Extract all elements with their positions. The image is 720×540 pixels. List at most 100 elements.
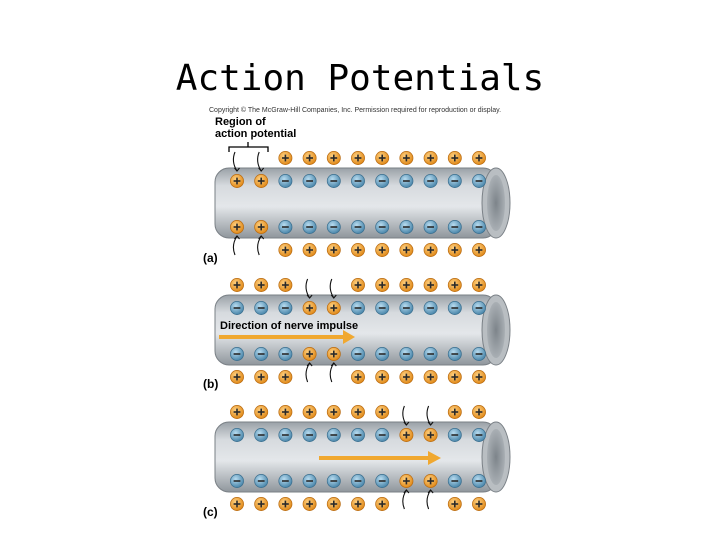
ion-a-r2-6 xyxy=(375,220,390,234)
ion-c-r2-2 xyxy=(278,474,293,488)
ion-c-r3-4 xyxy=(326,497,341,511)
ion-a-r0-4 xyxy=(326,151,341,165)
ion-c-r1-10 xyxy=(472,428,486,442)
ion-b-r0-5 xyxy=(351,278,365,292)
ion-b-r0-1 xyxy=(254,278,269,292)
ion-a-r2-0 xyxy=(230,220,244,234)
ion-b-r1-5 xyxy=(351,301,365,315)
ion-a-r0-5 xyxy=(351,151,365,165)
ion-c-r0-6 xyxy=(375,405,390,419)
ion-b-r1-9 xyxy=(447,301,462,315)
current-arrow-top-a-0-head xyxy=(234,167,240,172)
region-label-line1: Region of xyxy=(215,116,266,128)
ion-c-r3-1 xyxy=(254,497,269,511)
ion-c-r0-9 xyxy=(447,405,462,419)
current-arrow-bottom-a-0-head xyxy=(234,235,240,240)
current-arrow-bottom-c-1-head xyxy=(427,489,434,494)
ion-c-r3-6 xyxy=(375,497,390,511)
ion-b-r0-8 xyxy=(423,278,438,292)
ion-c-r2-3 xyxy=(302,474,317,488)
ion-c-r2-0 xyxy=(230,474,244,488)
region-label-line2: action potential xyxy=(215,128,296,140)
ion-c-r1-6 xyxy=(375,428,390,442)
ion-b-r2-9 xyxy=(447,347,462,361)
ion-b-r0-0 xyxy=(230,278,244,292)
ion-c-r2-1 xyxy=(254,474,269,488)
ion-a-r1-0 xyxy=(230,174,244,188)
ion-a-r3-2 xyxy=(278,243,293,257)
ion-a-r1-3 xyxy=(302,174,317,188)
ion-a-r2-1 xyxy=(254,220,269,234)
ion-a-r2-9 xyxy=(447,220,462,234)
ion-c-r0-1 xyxy=(254,405,269,419)
ion-c-r0-3 xyxy=(302,405,317,419)
ion-c-r0-10 xyxy=(472,405,486,419)
ion-b-r1-7 xyxy=(399,301,414,315)
ion-c-r3-5 xyxy=(351,497,365,511)
ion-a-r2-8 xyxy=(423,220,438,234)
current-arrow-top-b-0-head xyxy=(306,294,313,299)
ion-b-r3-9 xyxy=(447,370,462,384)
ion-a-r3-6 xyxy=(375,243,390,257)
ion-a-r3-3 xyxy=(302,243,317,257)
ion-c-r2-10 xyxy=(472,474,486,488)
ion-b-r2-8 xyxy=(423,347,438,361)
ion-c-r2-8 xyxy=(423,474,438,488)
ion-b-r2-4 xyxy=(326,347,341,361)
ion-b-r3-10 xyxy=(472,370,486,384)
current-arrow-top-c-0-head xyxy=(403,421,410,426)
ion-a-r2-2 xyxy=(278,220,293,234)
panel-a xyxy=(214,151,511,257)
ion-b-r0-9 xyxy=(447,278,462,292)
ion-b-r1-4 xyxy=(326,301,341,315)
ion-c-r1-8 xyxy=(423,428,438,442)
ion-b-r3-8 xyxy=(423,370,438,384)
panel-b xyxy=(214,278,511,384)
ion-b-r0-6 xyxy=(375,278,390,292)
current-arrow-top-b-1-head xyxy=(330,294,337,299)
ion-b-r2-1 xyxy=(254,347,269,361)
ion-c-r1-4 xyxy=(326,428,341,442)
copyright-notice: Copyright © The McGraw-Hill Companies, I… xyxy=(209,107,502,114)
ion-b-r2-6 xyxy=(375,347,390,361)
ion-a-r1-4 xyxy=(326,174,341,188)
ion-b-r0-10 xyxy=(472,278,486,292)
region-bracket xyxy=(228,142,269,152)
ion-b-r1-6 xyxy=(375,301,390,315)
direction-arrow-c xyxy=(319,456,431,460)
ion-b-r3-1 xyxy=(254,370,269,384)
direction-arrow-c-head xyxy=(428,451,441,465)
ion-b-r2-2 xyxy=(278,347,293,361)
current-arrow-top-a-1-head xyxy=(258,167,265,172)
ion-a-r1-9 xyxy=(447,174,462,188)
ion-a-r2-4 xyxy=(326,220,341,234)
ion-c-r1-7 xyxy=(399,428,414,442)
ion-b-r2-0 xyxy=(230,347,244,361)
ion-b-r2-5 xyxy=(351,347,365,361)
ion-b-r3-6 xyxy=(375,370,390,384)
ion-a-r0-3 xyxy=(302,151,317,165)
ion-c-r1-3 xyxy=(302,428,317,442)
ion-a-r1-1 xyxy=(254,174,269,188)
ion-a-r3-7 xyxy=(399,243,414,257)
direction-label: Direction of nerve impulse xyxy=(220,320,358,332)
ion-a-r3-9 xyxy=(447,243,462,257)
axon-lumen-b xyxy=(487,302,505,358)
ion-c-r0-5 xyxy=(351,405,365,419)
ion-a-r1-5 xyxy=(351,174,365,188)
slide-title: Action Potentials xyxy=(175,58,545,99)
ion-a-r1-8 xyxy=(423,174,438,188)
ion-b-r1-0 xyxy=(230,301,244,315)
ion-c-r3-2 xyxy=(278,497,293,511)
ion-c-r3-10 xyxy=(472,497,486,511)
current-arrow-bottom-c-0-head xyxy=(403,489,410,494)
ion-a-r1-2 xyxy=(278,174,293,188)
ion-c-r1-0 xyxy=(230,428,244,442)
ion-a-r3-5 xyxy=(351,243,365,257)
ion-c-r3-3 xyxy=(302,497,317,511)
direction-arrow-b-head xyxy=(343,330,355,344)
ion-a-r2-7 xyxy=(399,220,414,234)
ion-c-r1-9 xyxy=(447,428,462,442)
panel-label-b: (b) xyxy=(203,377,218,391)
ion-c-r2-6 xyxy=(375,474,390,488)
